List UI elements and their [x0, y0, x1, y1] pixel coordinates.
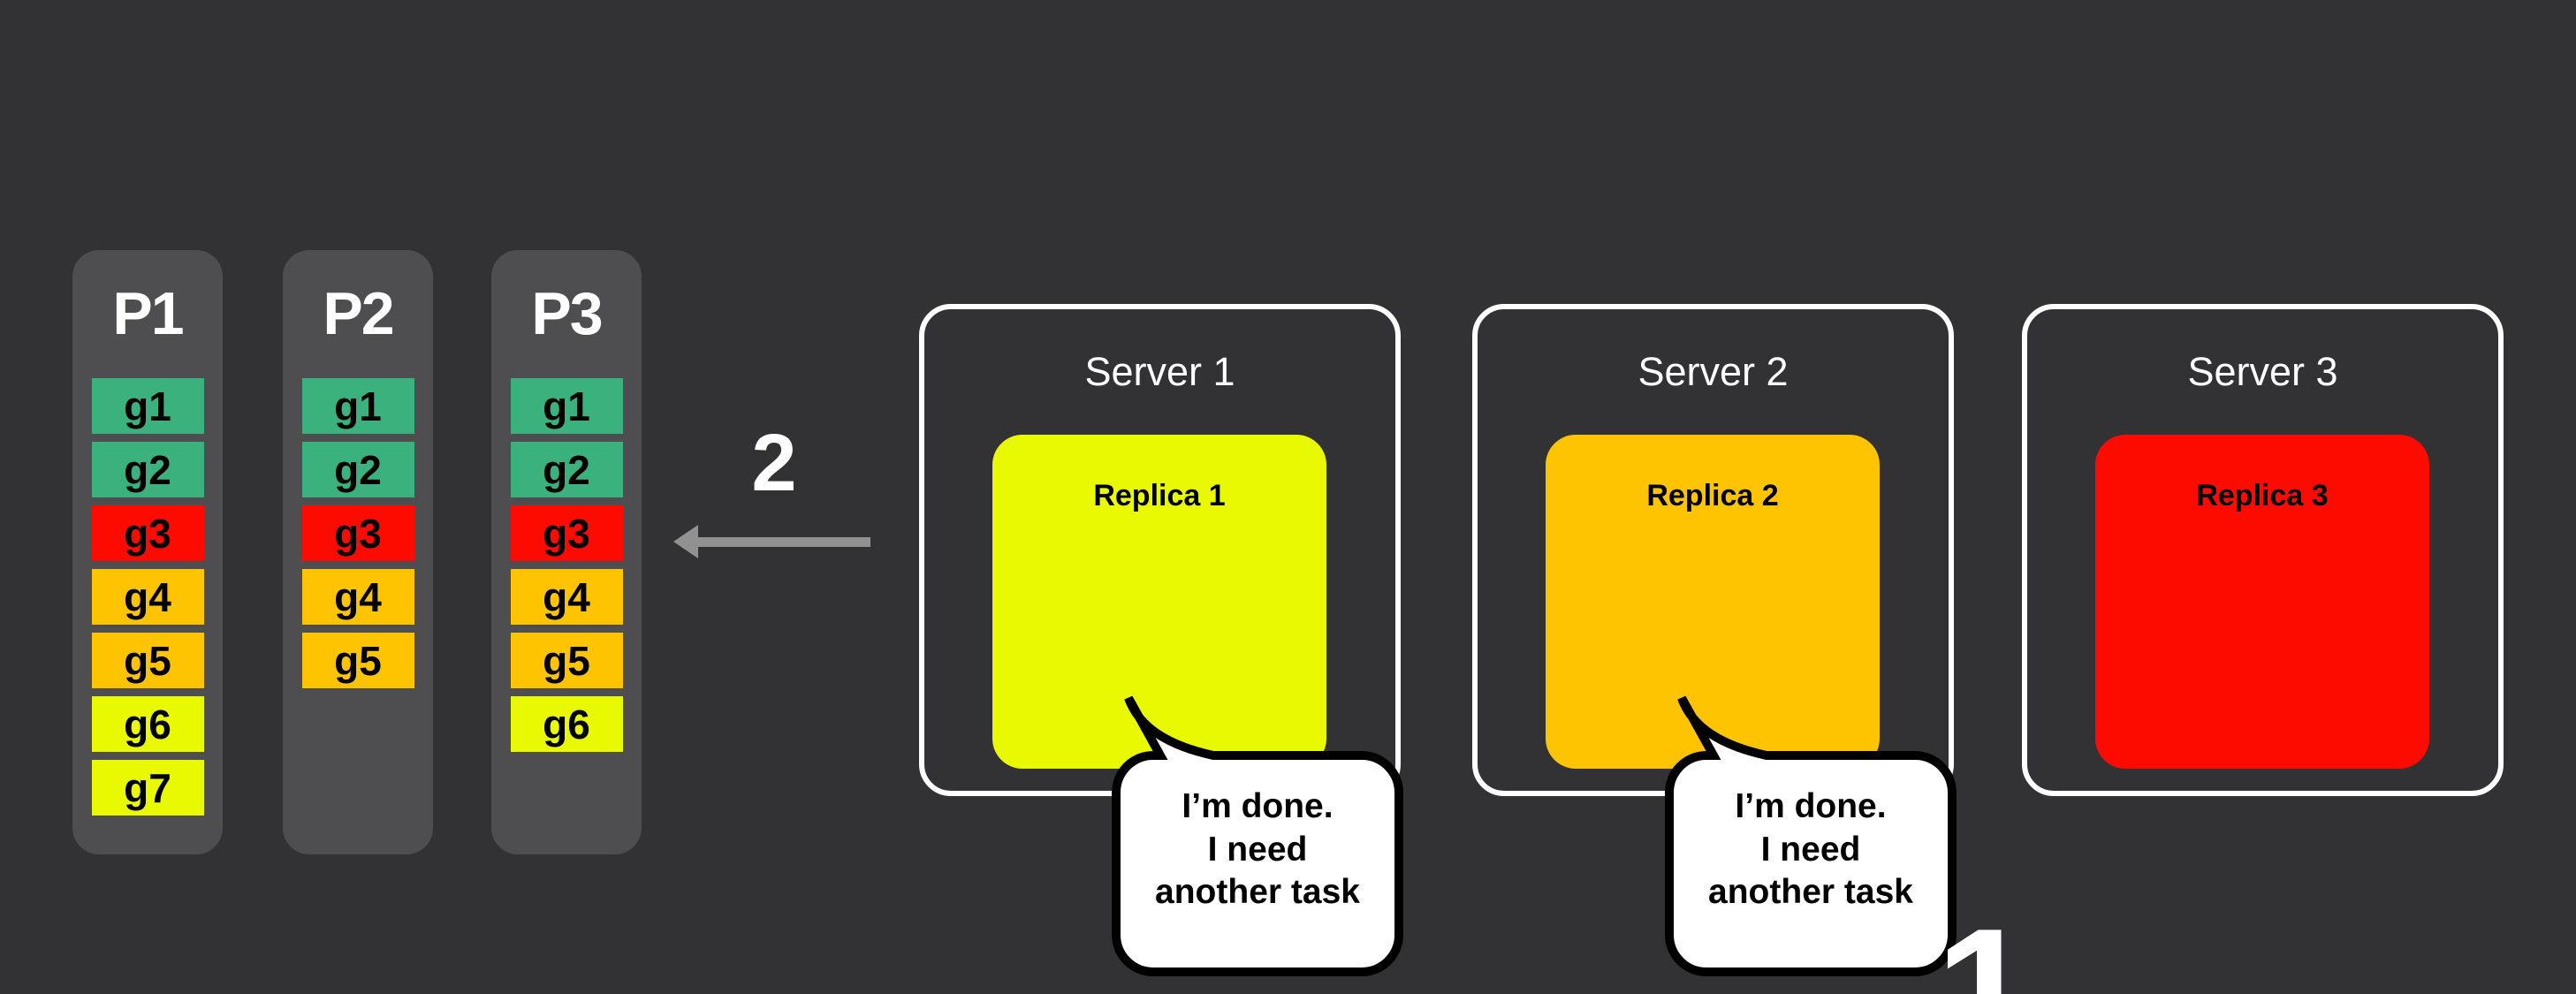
task-block: g1	[510, 378, 623, 434]
step-1-label: 1	[1935, 892, 2034, 994]
server-1-box: Server 1 Replica 1	[919, 304, 1401, 796]
partition-label: P1	[112, 280, 184, 347]
speech-line: I need	[1207, 830, 1308, 869]
speech-line: I’m done.	[1182, 787, 1334, 826]
task-block: g3	[510, 505, 623, 561]
task-block: g2	[510, 442, 623, 497]
speech-bubble-text: I’m done. I need another task	[1669, 760, 1952, 972]
task-block: g4	[91, 569, 204, 625]
server-3-box: Server 3 Replica 3	[2022, 304, 2504, 796]
server-title: Server 2	[1638, 349, 1789, 394]
replica-2-box: Replica 2	[1546, 435, 1880, 769]
task-block: g1	[301, 378, 414, 434]
replica-title: Replica 1	[1093, 479, 1226, 512]
partition-label: P2	[323, 280, 394, 347]
task-block: g1	[91, 378, 204, 434]
task-block: g2	[301, 442, 414, 497]
server-title: Server 3	[2187, 349, 2338, 394]
speech-line: another task	[1155, 873, 1360, 912]
speech-bubble-shape-icon	[1112, 695, 1403, 976]
task-block: g5	[91, 633, 204, 688]
speech-line: I’m done.	[1735, 787, 1887, 826]
task-block: g7	[91, 760, 204, 816]
partition-label: P3	[531, 280, 603, 347]
task-block: g3	[91, 505, 204, 561]
speech-line: another task	[1708, 873, 1913, 912]
speech-bubble-shape-icon	[1665, 695, 1957, 976]
speech-bubble-text: I’m done. I need another task	[1116, 760, 1399, 972]
arrow-left-icon	[673, 525, 870, 558]
task-block: g5	[510, 633, 623, 688]
partition-column-p3: P3 g1 g2 g3 g4 g5 g6	[491, 250, 642, 854]
replica-3-box: Replica 3	[2095, 435, 2429, 769]
replica-title: Replica 2	[1646, 479, 1779, 512]
task-block: g3	[301, 505, 414, 561]
server-title: Server 1	[1084, 349, 1235, 394]
task-block-list: g1 g2 g3 g4 g5	[283, 378, 433, 696]
task-block: g4	[301, 569, 414, 625]
speech-line: I need	[1760, 830, 1861, 869]
task-block-list: g1 g2 g3 g4 g5 g6 g7	[72, 378, 223, 823]
speech-bubble-replica-2: I’m done. I need another task	[1660, 689, 1961, 981]
task-block: g6	[510, 696, 623, 752]
step-2-label: 2	[751, 418, 797, 508]
replica-1-box: Replica 1	[992, 435, 1326, 769]
task-block: g4	[510, 569, 623, 625]
task-block-list: g1 g2 g3 g4 g5 g6	[491, 378, 642, 760]
task-block: g6	[91, 696, 204, 752]
task-block: g5	[301, 633, 414, 688]
task-block: g2	[91, 442, 204, 497]
partition-column-p1: P1 g1 g2 g3 g4 g5 g6 g7	[72, 250, 223, 854]
partition-column-p2: P2 g1 g2 g3 g4 g5	[283, 250, 433, 854]
speech-bubble-replica-1: I’m done. I need another task	[1107, 689, 1408, 981]
replica-title: Replica 3	[2196, 479, 2329, 512]
